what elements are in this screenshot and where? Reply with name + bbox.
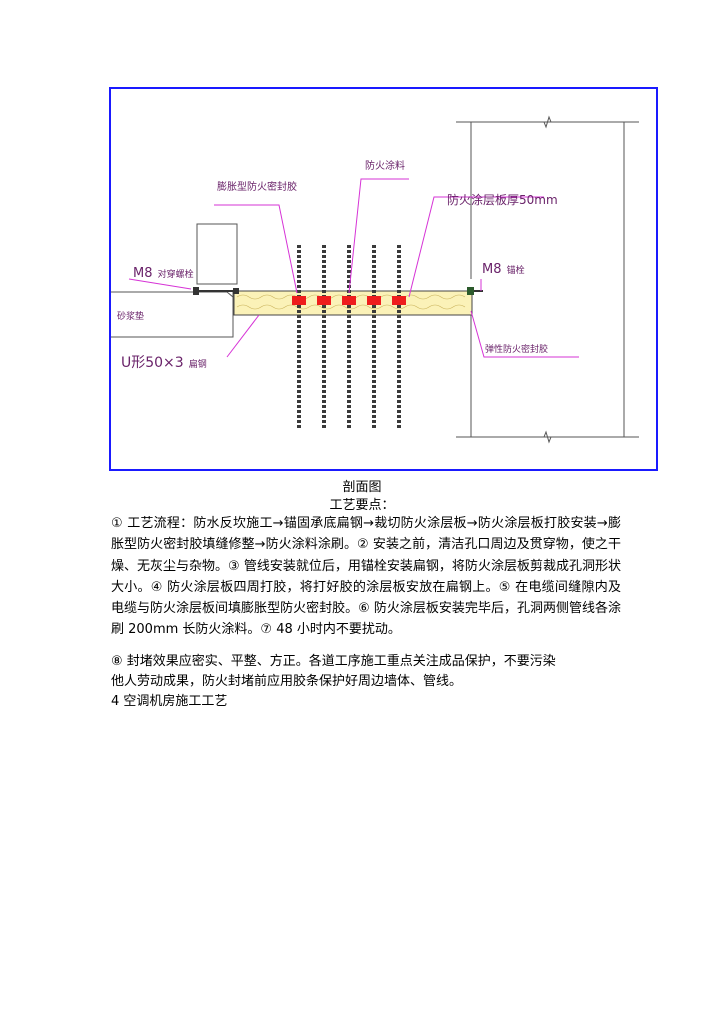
label-masonry: 砂浆垫 — [117, 310, 144, 322]
right-wall — [456, 115, 639, 444]
label-m8-through-bolt: M8 对穿螺栓 — [133, 262, 194, 281]
left-wall — [111, 223, 238, 338]
label-expansion-sealant: 膨胀型防火密封胶 — [217, 180, 297, 193]
body-paragraph: ① 工艺流程：防水反坎施工→锚固承底扁钢→裁切防火涂层板→防火涂层板打胶安装→膨… — [111, 516, 621, 638]
paragraph-8-line-2: 他人劳动成果，防火封堵前应用胶条保护好周边墙体、管线。 — [111, 674, 463, 689]
label-m8-anchor: M8 锚栓 — [482, 258, 525, 277]
label-fire-coating: 防火涂料 — [365, 159, 405, 172]
left-bolt — [193, 287, 239, 295]
leader-lines — [128, 178, 579, 358]
section-drawing: 膨胀型防火密封胶 防火涂料 防火涂层板厚50mm M8 对穿螺栓 M8 锚栓 砂… — [109, 87, 658, 471]
label-u-channel: U形50×3 扁钢 — [121, 352, 207, 371]
right-anchor-bolt — [467, 287, 483, 295]
figure-caption: 剖面图 — [342, 480, 382, 495]
label-elastic-sealant: 弹性防火密封胶 — [485, 343, 548, 355]
drawing-frame — [109, 87, 658, 471]
subheading: 工艺要点： — [329, 498, 395, 513]
label-coating-board: 防火涂层板厚50mm — [447, 192, 558, 207]
sealant-blocks — [292, 296, 406, 305]
cables — [297, 245, 401, 429]
paragraph-8-line-1: ⑧ 封堵效果应密实、平整、方正。各道工序施工重点关注成品保护，不要污染 — [111, 654, 556, 669]
section-heading: 4 空调机房施工工艺 — [111, 694, 228, 709]
